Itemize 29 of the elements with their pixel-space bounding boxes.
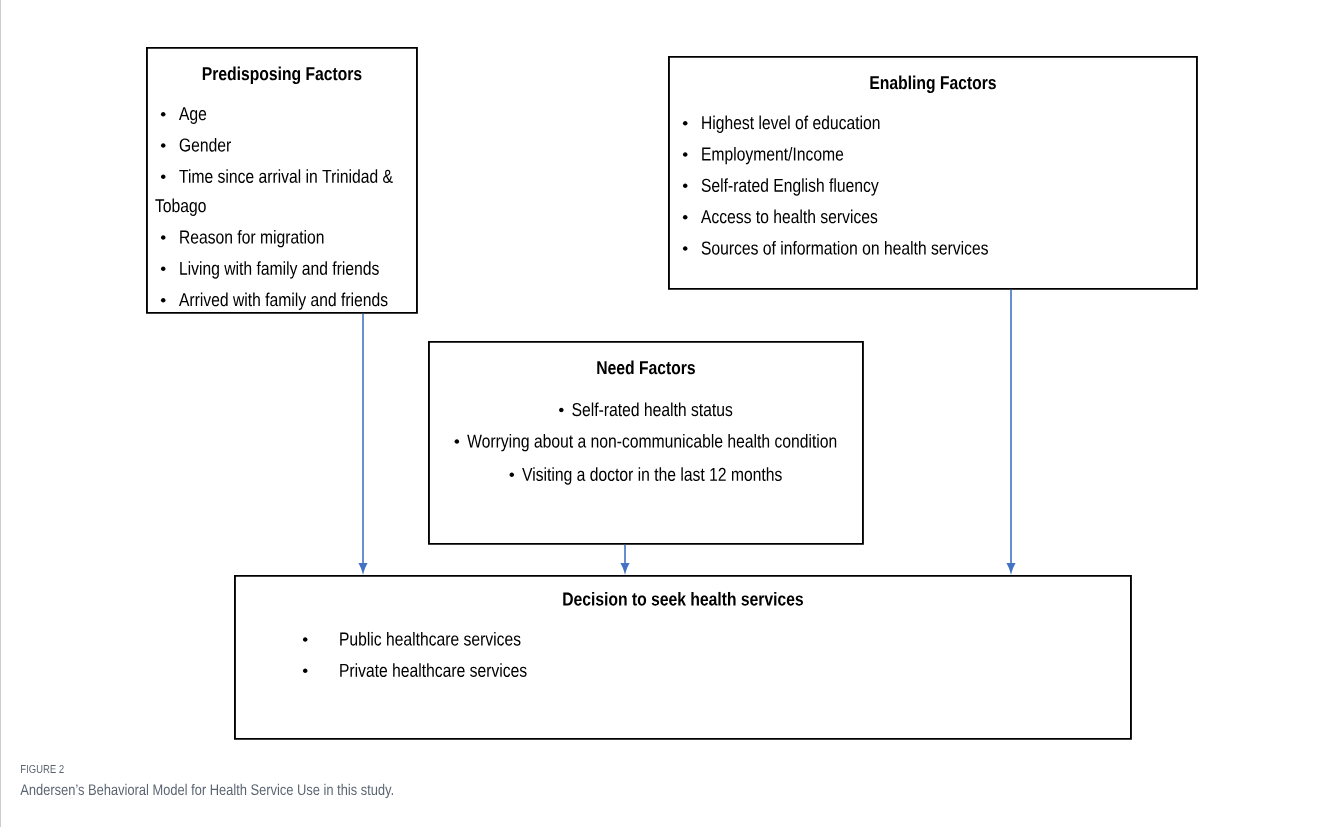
bullet-item: Public healthcare services [302,631,521,646]
figure-caption: Andersen’s Behavioral Model for Health Service Use in this study. [20,783,393,799]
box-heading: Decision to seek health services [563,591,803,606]
bullet-item: Sources of information on health services [682,240,988,255]
bullet-item: Arrived with family and friends [160,292,388,310]
factor-box [146,47,418,314]
bullet-item: Living with family and friends [160,261,379,279]
box-heading: Predisposing Factors [202,66,362,85]
factor-box [234,575,1132,740]
bullet-item: Self-rated English fluency [682,178,879,196]
figure-number: FIGURE 2 [21,765,64,773]
factor-box [668,56,1198,290]
bullet-item: Access to health services [682,209,878,224]
bullet-item: Reason for migration [160,229,324,248]
bullet-item: Employment/Income [682,146,844,165]
bullet-item: Highest level of education [682,115,880,133]
factor-box [428,341,864,545]
bullet-item: Time since arrival in Trinidad & Tobago [155,169,393,216]
bullet-item: Age [160,107,207,124]
arrow [1006,289,1016,573]
box-heading: Need Factors [597,360,695,375]
bullet-item: Visiting a doctor in the last 12 months [509,467,782,485]
bullet-item: Gender [160,137,231,152]
bullet-item: Private healthcare services [302,663,527,677]
bullet-item: Self-rated health status [559,402,733,417]
arrow [620,544,630,573]
bullet-item: Worrying about a non-communicable health condition [454,433,837,452]
arrow [358,313,368,573]
box-heading: Enabling Factors [870,75,996,94]
